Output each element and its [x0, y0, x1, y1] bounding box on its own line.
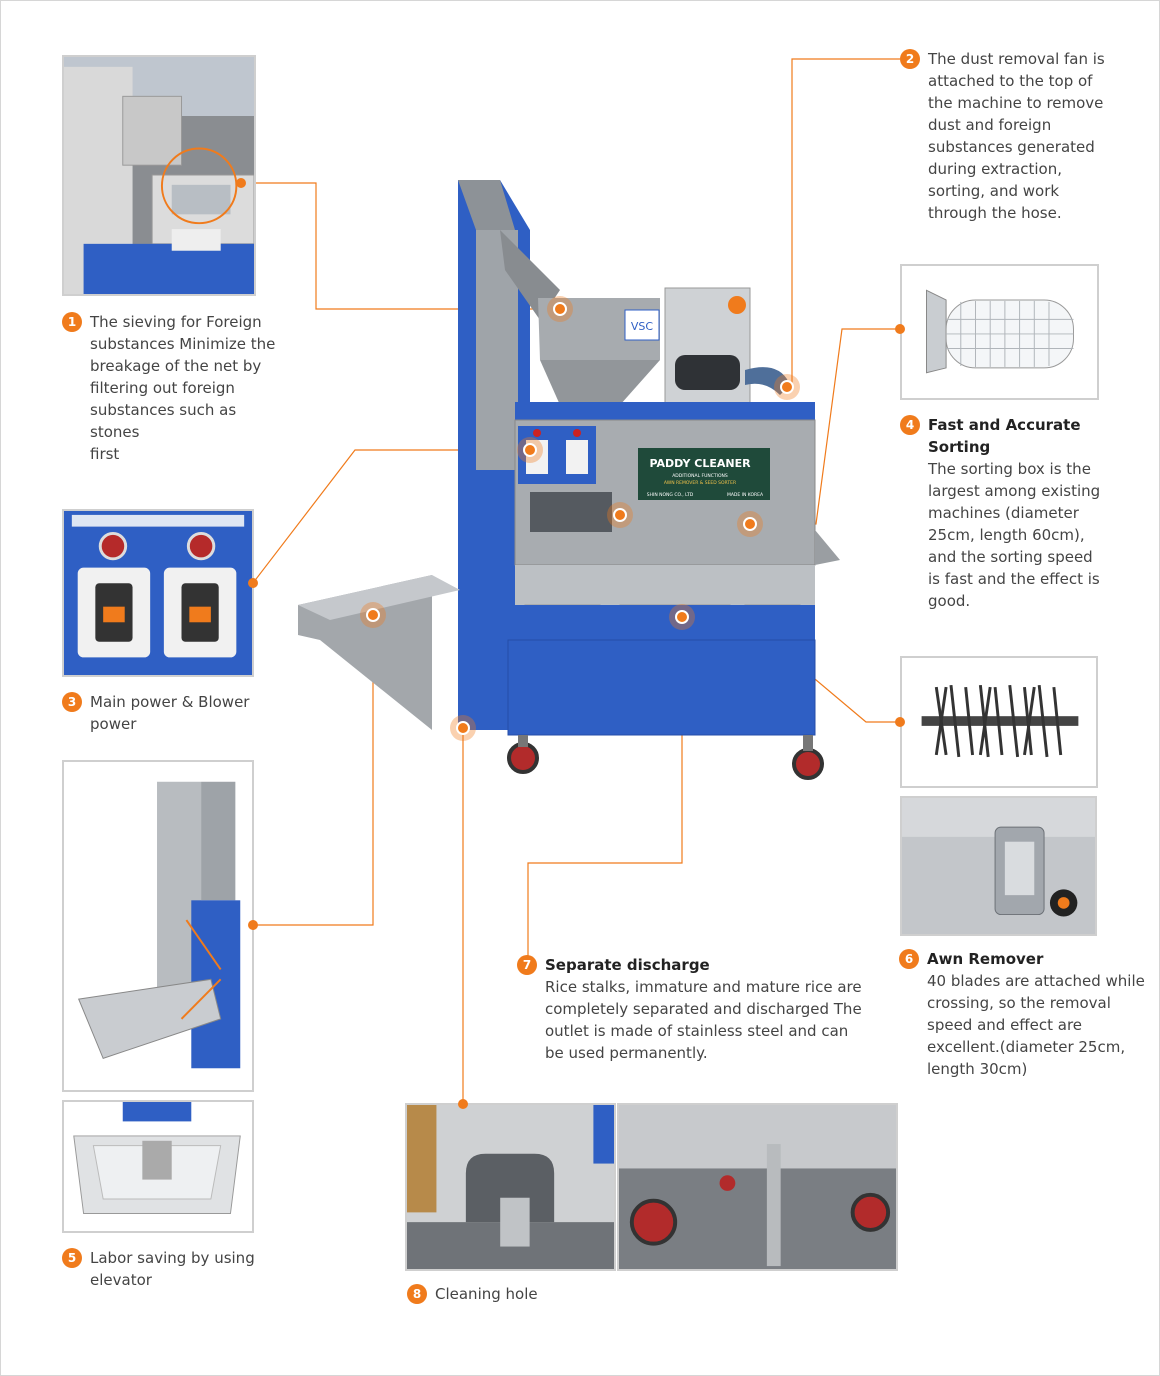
panel-subtitle-2: AWN REMOVER & SEED SORTER	[664, 480, 736, 486]
photo-hopper	[62, 1100, 254, 1233]
callout-sieving: 1 The sieving for Foreign substances Min…	[62, 311, 292, 465]
hotspot-marker	[458, 1099, 468, 1109]
callout-discharge: 7 Separate discharge Rice stalks, immatu…	[517, 954, 877, 1064]
callout-text: The dust removal fan is attached to the …	[928, 50, 1105, 222]
photo-cleaning-hole-right	[617, 1103, 898, 1271]
hotspot-marker	[236, 178, 246, 188]
hotspot-marker	[895, 324, 905, 334]
photo-cleaning-hole-left	[405, 1103, 616, 1271]
callout-number: 6	[899, 949, 919, 969]
paddy-cleaner-machine: VSC PADDY CLEANER ADDITIONAL FUNCTIONS A…	[298, 180, 840, 780]
callout-number: 7	[517, 955, 537, 975]
panel-made-in: MADE IN KOREA	[727, 492, 764, 498]
hotspot-marker	[248, 578, 258, 588]
callout-text: Labor saving by using elevator	[90, 1249, 255, 1289]
callout-heading: Separate discharge	[545, 956, 710, 974]
callout-heading: Awn Remover	[927, 950, 1044, 968]
hotspot-sieve[interactable]	[547, 296, 573, 322]
callout-number: 1	[62, 312, 82, 332]
photo-sieve	[62, 55, 256, 296]
callout-number: 3	[62, 692, 82, 712]
hotspot-marker	[248, 920, 258, 930]
photo-power-switches	[62, 509, 254, 677]
callout-number: 5	[62, 1248, 82, 1268]
callout-dust-fan: 2 The dust removal fan is attached to th…	[900, 48, 1140, 224]
callout-elevator: 5 Labor saving by using elevator	[62, 1247, 292, 1291]
callout-text: The sieving for Foreign substances Minim…	[90, 313, 276, 463]
callout-awn-remover: 6 Awn Remover 40 blades are attached whi…	[899, 948, 1154, 1080]
callout-text: 40 blades are attached while crossing, s…	[927, 972, 1145, 1078]
photo-sorting-box	[900, 264, 1099, 400]
callout-text: Main power & Blower power	[90, 693, 250, 733]
hotspot-marker	[895, 717, 905, 727]
callout-sorting: 4 Fast and Accurate Sorting The sorting …	[900, 414, 1140, 612]
callout-power: 3 Main power & Blower power	[62, 691, 292, 735]
photo-latch	[900, 796, 1097, 936]
brand-badge: VSC	[631, 320, 654, 333]
hotspot-cleaning-hole[interactable]	[450, 715, 476, 741]
hotspot-power-switch[interactable]	[517, 437, 543, 463]
callout-heading: Fast and Accurate Sorting	[928, 416, 1081, 456]
callout-number: 4	[900, 415, 920, 435]
callout-text: Rice stalks, immature and mature rice ar…	[545, 978, 862, 1062]
hotspot-sorting-box[interactable]	[737, 511, 763, 537]
hotspot-dust-fan[interactable]	[774, 374, 800, 400]
hotspot-elevator[interactable]	[360, 602, 386, 628]
photo-awn-blades	[900, 656, 1098, 788]
hotspot-awn-remover[interactable]	[607, 502, 633, 528]
panel-subtitle-1: ADDITIONAL FUNCTIONS	[672, 473, 728, 479]
photo-elevator	[62, 760, 254, 1092]
callout-text: Cleaning hole	[435, 1285, 538, 1303]
hotspot-discharge[interactable]	[669, 604, 695, 630]
callout-text: The sorting box is the largest among exi…	[928, 460, 1101, 610]
panel-title: PADDY CLEANER	[649, 457, 751, 470]
panel-maker: SHIN NONG CO., LTD	[647, 492, 694, 498]
callout-cleaning-hole: 8 Cleaning hole	[407, 1283, 637, 1305]
callout-number: 2	[900, 49, 920, 69]
callout-number: 8	[407, 1284, 427, 1304]
